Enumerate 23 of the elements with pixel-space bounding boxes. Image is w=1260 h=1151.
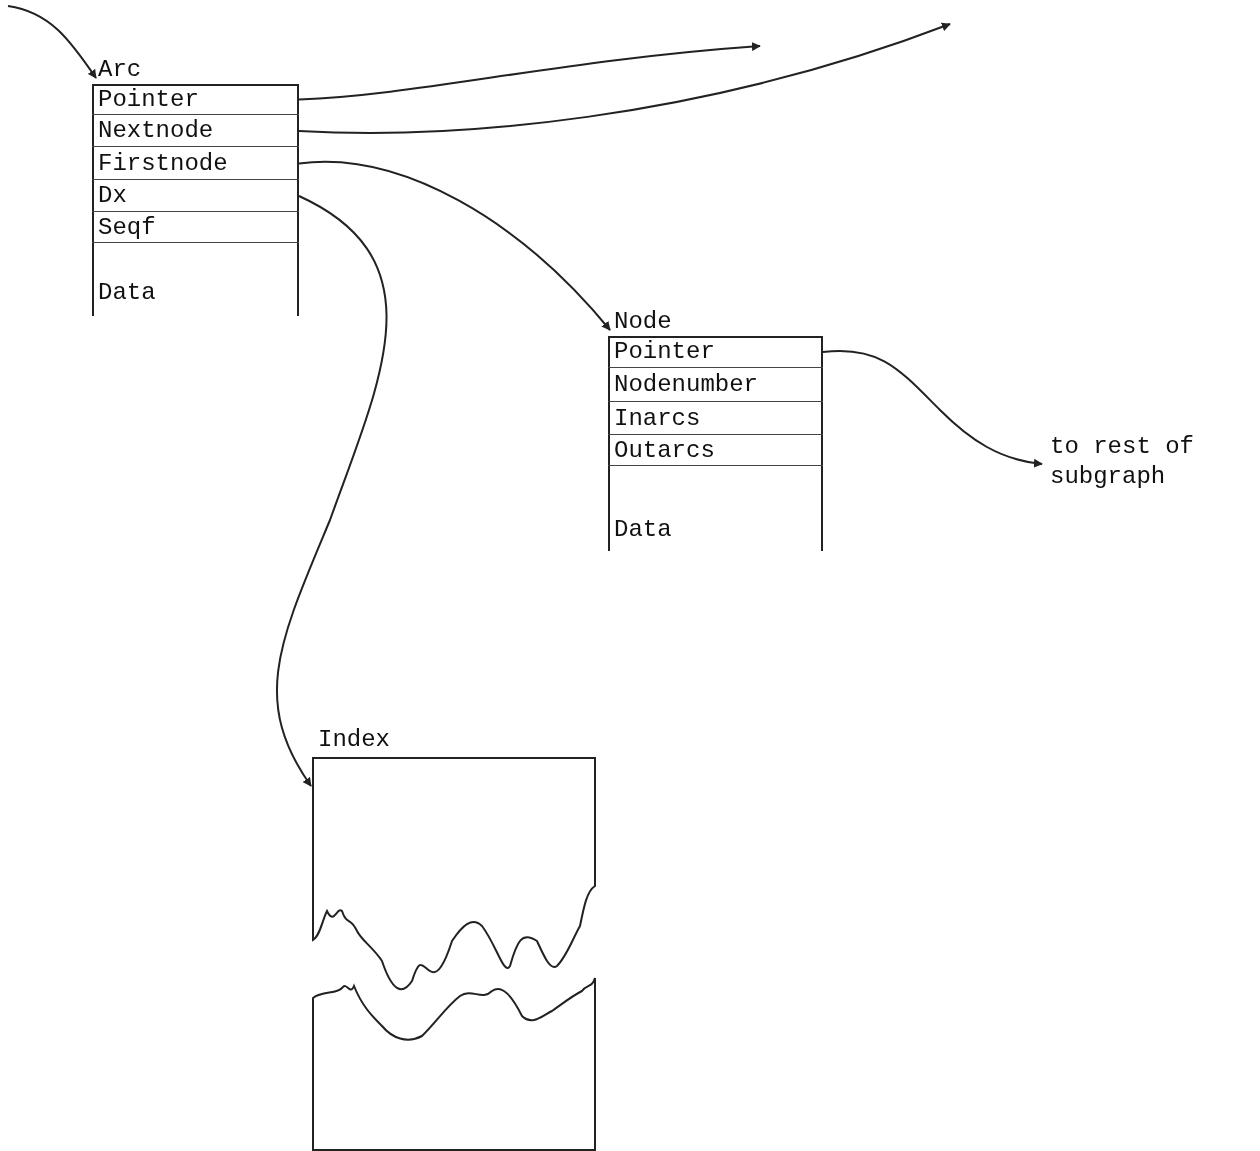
record-field: Outarcs	[608, 435, 823, 466]
record-box	[608, 308, 823, 551]
record-field: Pointer	[608, 336, 823, 368]
record-field: Dx	[92, 180, 299, 212]
record-field: Seqf	[92, 212, 299, 243]
table-title: Index	[318, 726, 390, 754]
arrow	[276, 195, 388, 787]
note-text: to rest of subgraph	[1050, 432, 1250, 496]
record-title: Arc	[98, 56, 142, 84]
record-field: Nextnode	[92, 115, 299, 147]
record-title: Node	[614, 308, 672, 336]
torn-table-box	[312, 726, 596, 1151]
record-field: Nodenumber	[608, 368, 823, 402]
record-field: Data	[608, 466, 823, 553]
arrow	[298, 22, 951, 134]
arrow	[298, 160, 611, 331]
record-field: Data	[92, 243, 299, 316]
arrow	[822, 349, 1043, 468]
record-field: Firstnode	[92, 147, 299, 180]
record-field: Inarcs	[608, 402, 823, 435]
arrow	[7, 5, 97, 79]
arrow	[298, 42, 761, 101]
record-field: Pointer	[92, 84, 299, 115]
